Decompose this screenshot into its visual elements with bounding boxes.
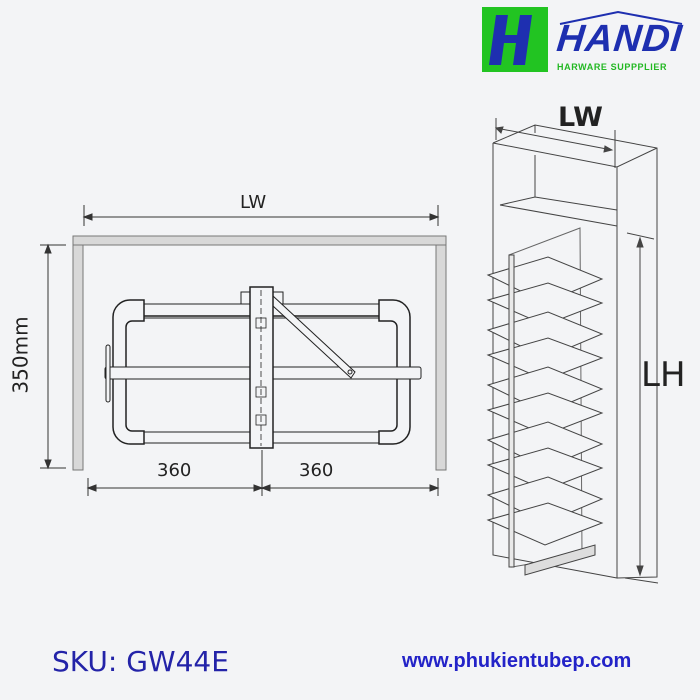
- shoe-tray: [486, 502, 604, 546]
- cabinet-outline: [492, 124, 658, 579]
- website-link[interactable]: www.phukientubep.com: [402, 650, 632, 672]
- cabinet-left-panel: [72, 244, 84, 471]
- basket-handle: [105, 344, 111, 403]
- height-label: LH: [641, 355, 686, 395]
- shoe-tray: [486, 392, 604, 436]
- top-width-label: LW: [240, 192, 267, 213]
- cabinet-top-board: [72, 235, 447, 246]
- shoe-tray: [486, 337, 604, 381]
- brand-tagline: HARWARE SUPPPLIER: [557, 62, 668, 72]
- handi-logo-mark: [482, 7, 548, 72]
- cabinet-right-panel: [435, 244, 447, 471]
- sku-label: SKU: GW44E: [52, 645, 229, 678]
- left-offset-label: 360: [157, 460, 192, 481]
- shoe-tray: [486, 447, 604, 491]
- right-offset-label: 360: [299, 460, 334, 481]
- shoe-tray: [486, 282, 604, 326]
- basket-top-view: [104, 286, 422, 449]
- shoe-trays: [486, 256, 604, 546]
- side-width-label: LW: [558, 102, 603, 133]
